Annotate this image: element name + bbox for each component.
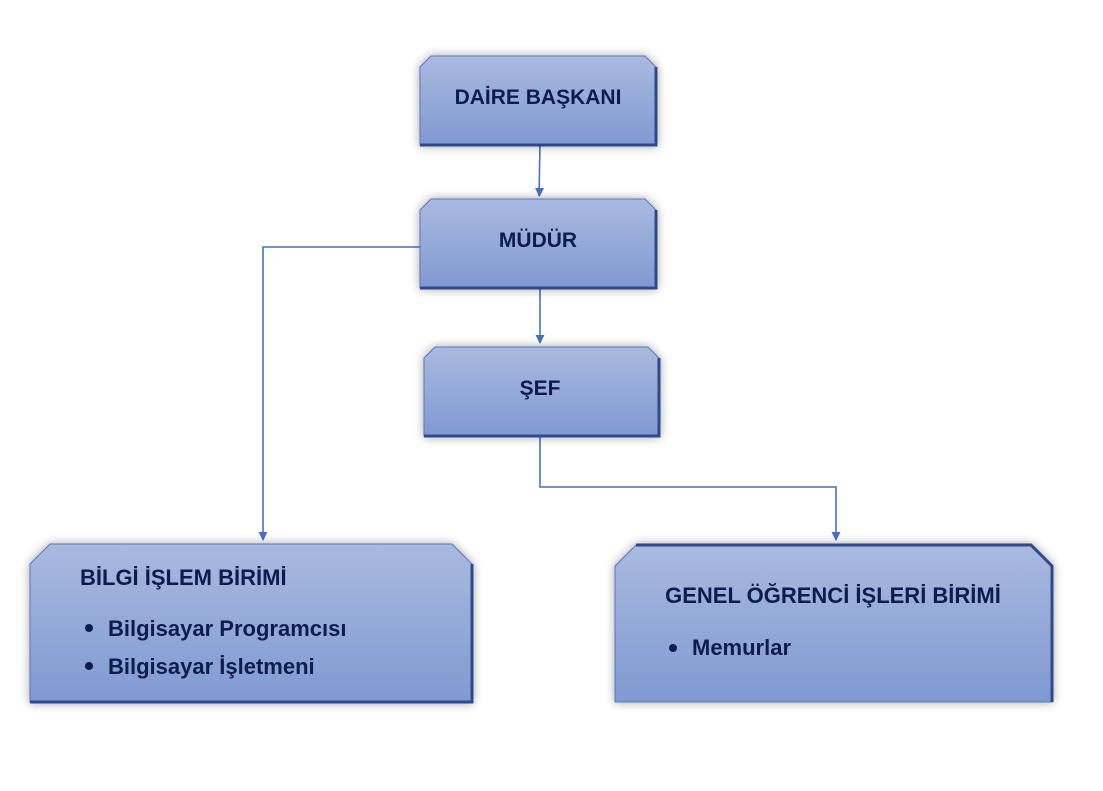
node-label: MÜDÜR — [499, 229, 577, 252]
arrowhead — [258, 532, 268, 541]
node-sef: ŞEF — [423, 346, 661, 438]
node-daire-baskani: DAİRE BAŞKANI — [419, 55, 658, 147]
node-item: Bilgisayar İşletmeni — [108, 654, 315, 679]
bullet-icon — [85, 662, 93, 670]
node-title: BİLGİ İŞLEM BİRİMİ — [80, 565, 287, 590]
bullet-icon — [85, 624, 93, 632]
arrowhead — [535, 188, 544, 197]
node-label: ŞEF — [520, 377, 561, 400]
connector-sef-to-genel-ogrenci — [539, 436, 837, 540]
arrowhead — [831, 532, 841, 541]
node-genel-ogrenci-isleri-birimi: GENEL ÖĞRENCİ İŞLERİ BİRİMİ Memurlar — [614, 543, 1054, 703]
node-title: GENEL ÖĞRENCİ İŞLERİ BİRİMİ — [665, 583, 1001, 608]
node-mudur: MÜDÜR — [419, 198, 658, 290]
connector-daire-to-mudur — [538, 144, 541, 197]
bullet-icon — [669, 644, 677, 652]
node-bilgi-islem-birimi: BİLGİ İŞLEM BİRİMİ Bilgisayar Programcıs… — [29, 543, 474, 704]
connector-mudur-to-bilgi-islem — [262, 246, 420, 540]
arrowhead — [535, 335, 545, 344]
node-item: Memurlar — [692, 635, 791, 660]
node-label: DAİRE BAŞKANI — [455, 86, 622, 109]
node-item: Bilgisayar Programcısı — [108, 616, 346, 641]
